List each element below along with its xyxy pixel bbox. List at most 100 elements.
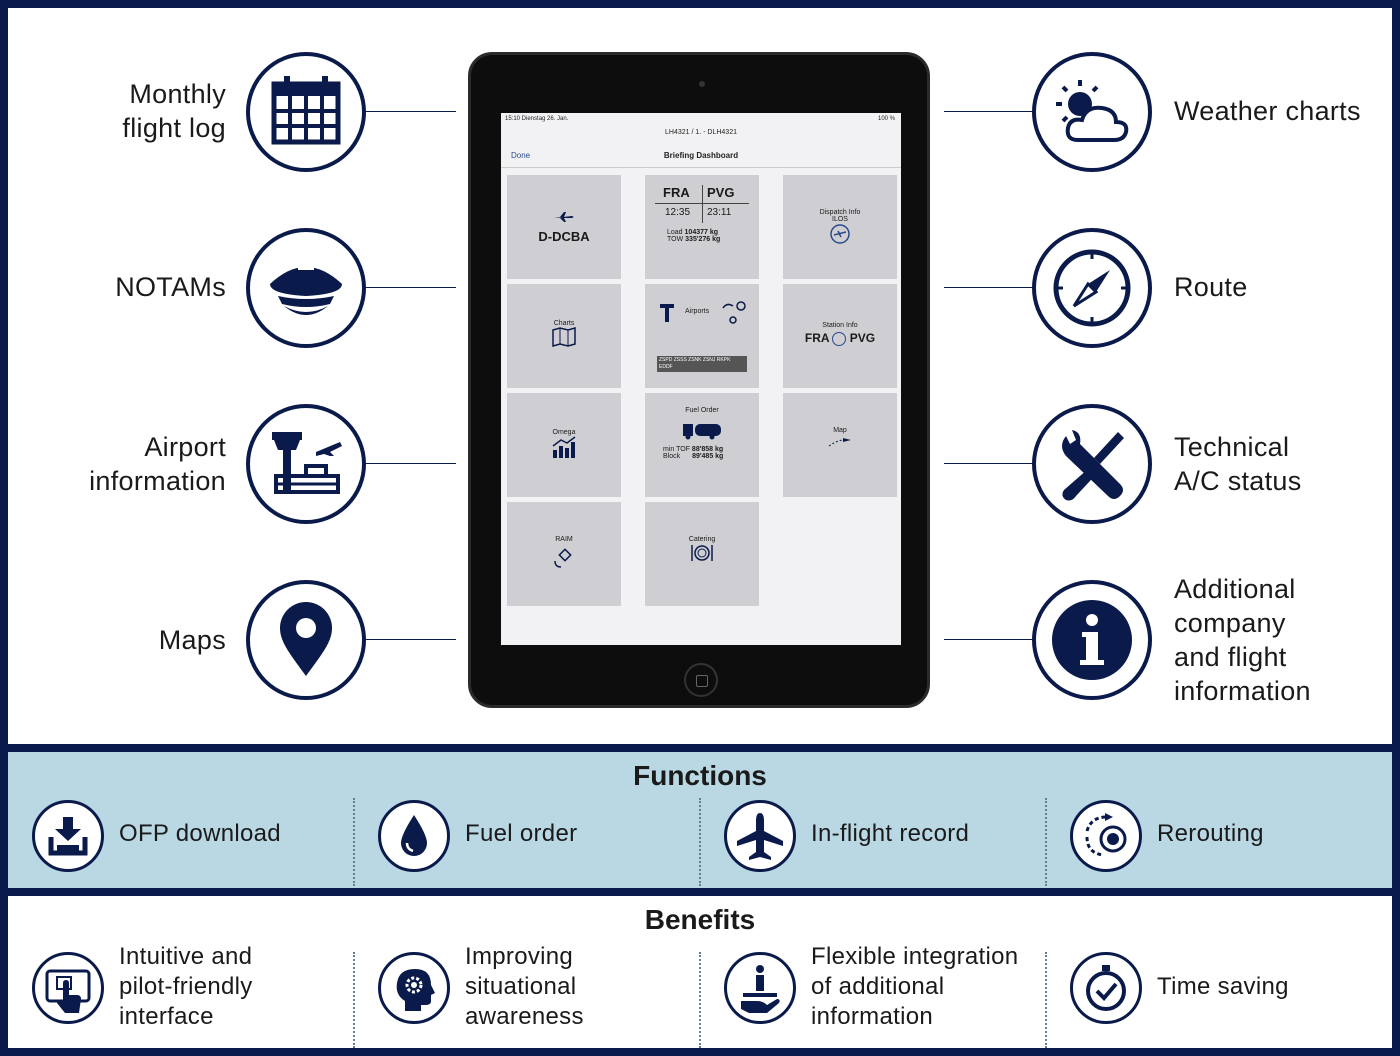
status-time: 15:10 Dienstag 26. Jan. xyxy=(505,116,569,122)
map-label: Map xyxy=(833,427,847,434)
pilot-cap-icon xyxy=(270,266,342,315)
function-label-ofp-download: OFP download xyxy=(119,820,281,847)
benefit-label-flexible-integration: Flexible integration of additional infor… xyxy=(811,943,1019,1030)
function-ofp-download xyxy=(32,800,104,872)
airport-codes: ZSPD ZSSS ZSNK ZSNJ RKPK EDDF xyxy=(657,356,747,372)
station-label: Station Info xyxy=(822,322,858,329)
functions-panel: Functions OFP download Fuel order In-fli… xyxy=(8,752,1392,888)
tile-station-info[interactable]: Station Info FRA PVG xyxy=(783,284,897,388)
connector-line xyxy=(944,287,1034,288)
benefits-panel: Benefits Intuitive and pilot-friendly in… xyxy=(8,896,1392,1048)
aircraft-registration: D-DCBA xyxy=(538,229,590,244)
function-fuel-order xyxy=(378,800,450,872)
benefit-time-saving xyxy=(1070,952,1142,1024)
tower-small-icon xyxy=(660,304,674,322)
tile-flight-summary[interactable]: FRA PVG 12:35 23:11 Load 104377 kg TOW 3… xyxy=(645,175,759,279)
benefit-label-situational-awareness: Improving situational awareness xyxy=(465,943,584,1030)
connector-line xyxy=(944,111,1034,112)
function-rerouting xyxy=(1070,800,1142,872)
feature-maps xyxy=(246,580,366,700)
tile-charts[interactable]: Charts xyxy=(507,284,621,388)
dispatch-sub-label: ILOS xyxy=(832,216,848,223)
feature-label-maps: Maps xyxy=(158,625,226,655)
tow-value: 335'276 kg xyxy=(685,236,721,243)
feature-airport-information xyxy=(246,404,366,524)
divider xyxy=(1045,952,1047,1048)
tow-label: TOW xyxy=(667,236,684,243)
load-label: Load xyxy=(667,229,683,236)
dispatch-label: Dispatch Info xyxy=(819,209,861,216)
weather-icon xyxy=(1056,80,1129,142)
feature-additional-information xyxy=(1032,580,1152,700)
compass-icon xyxy=(1053,249,1131,327)
omega-label: Omega xyxy=(552,429,576,436)
divider xyxy=(699,798,701,886)
feature-technical-ac-status xyxy=(1032,404,1152,524)
crane-logo-icon xyxy=(830,224,850,244)
download-icon xyxy=(48,817,88,856)
tile-omega[interactable]: Omega xyxy=(507,393,621,497)
feature-label-additional-information: Additional company and flight informatio… xyxy=(1174,574,1311,706)
benefit-label-time-saving: Time saving xyxy=(1157,973,1289,1000)
connector-line xyxy=(366,111,456,112)
feature-monthly-flight-log xyxy=(246,52,366,172)
benefit-intuitive-interface xyxy=(32,952,104,1024)
battery-level: 100 % xyxy=(877,116,895,122)
tile-catering[interactable]: Catering xyxy=(645,502,759,606)
min-tof-label: min TOF xyxy=(663,446,690,453)
done-button[interactable]: Done xyxy=(511,151,531,160)
tile-fuel-order[interactable]: Fuel Order min TOF 88'858 kg Block 89'48… xyxy=(645,393,759,497)
tile-raim[interactable]: RAIM xyxy=(507,502,621,606)
function-label-rerouting: Rerouting xyxy=(1157,820,1264,847)
divider xyxy=(1045,798,1047,886)
tile-dispatch-info[interactable]: Dispatch Info ILOS xyxy=(783,175,897,279)
nav-divider xyxy=(501,167,901,168)
route-plane-icon xyxy=(828,438,851,447)
weather-small-icon xyxy=(722,301,746,324)
head-gear-icon xyxy=(396,969,435,1011)
tile-airports[interactable]: Airports ZSPD ZSSS ZSNK ZSNJ RKPK EDDF xyxy=(645,284,759,388)
benefit-label-intuitive-interface: Intuitive and pilot-friendly interface xyxy=(119,943,253,1030)
load-value: 104377 kg xyxy=(684,229,719,236)
rerouting-icon xyxy=(1085,813,1127,857)
tile-map[interactable]: Map xyxy=(783,393,897,497)
home-button[interactable] xyxy=(684,663,718,697)
feature-label-notams: NOTAMs xyxy=(115,272,226,302)
function-label-in-flight-record: In-flight record xyxy=(811,820,970,847)
divider xyxy=(353,952,355,1048)
departure-time: 12:35 xyxy=(665,207,691,218)
bar-chart-icon xyxy=(552,436,576,458)
feature-label-technical-ac-status: Technical A/C status xyxy=(1174,432,1302,496)
block-label: Block xyxy=(663,453,681,460)
airports-label: Airports xyxy=(685,308,710,315)
airport-tower-icon xyxy=(272,432,342,494)
nav-title: Briefing Dashboard xyxy=(663,151,739,160)
feature-label-airport-information: Airport information xyxy=(89,432,226,496)
touch-screen-icon xyxy=(45,969,91,1013)
satellite-icon xyxy=(554,548,572,568)
feature-notams xyxy=(246,228,366,348)
feature-route xyxy=(1032,228,1152,348)
tools-icon xyxy=(1062,430,1124,501)
functions-title: Functions xyxy=(633,760,767,791)
status-bar: 15:10 Dienstag 26. Jan. 100 % xyxy=(501,113,901,125)
station-to: PVG xyxy=(849,331,876,345)
benefits-title: Benefits xyxy=(644,904,756,935)
min-tof-value: 88'858 kg xyxy=(691,446,724,453)
fuel-order-label: Fuel Order xyxy=(685,407,719,414)
destination-code: PVG xyxy=(707,185,735,200)
catering-label: Catering xyxy=(688,536,716,543)
fuel-drop-icon xyxy=(401,815,427,856)
raim-label: RAIM xyxy=(555,536,573,543)
plate-cutlery-icon xyxy=(691,545,713,561)
feature-label-weather-charts: Weather charts xyxy=(1174,96,1361,126)
block-value: 89'485 kg xyxy=(692,453,724,460)
tile-aircraft[interactable]: D-DCBA xyxy=(507,175,621,279)
flight-id: LH4321 / 1. - DLH4321 xyxy=(665,129,737,136)
divider xyxy=(353,798,355,886)
connector-line xyxy=(944,463,1034,464)
feature-label-route: Route xyxy=(1174,272,1248,302)
connector-line xyxy=(366,639,456,640)
tablet-device: 15:10 Dienstag 26. Jan. 100 % LH4321 / 1… xyxy=(468,52,930,708)
function-label-fuel-order: Fuel order xyxy=(465,820,578,847)
